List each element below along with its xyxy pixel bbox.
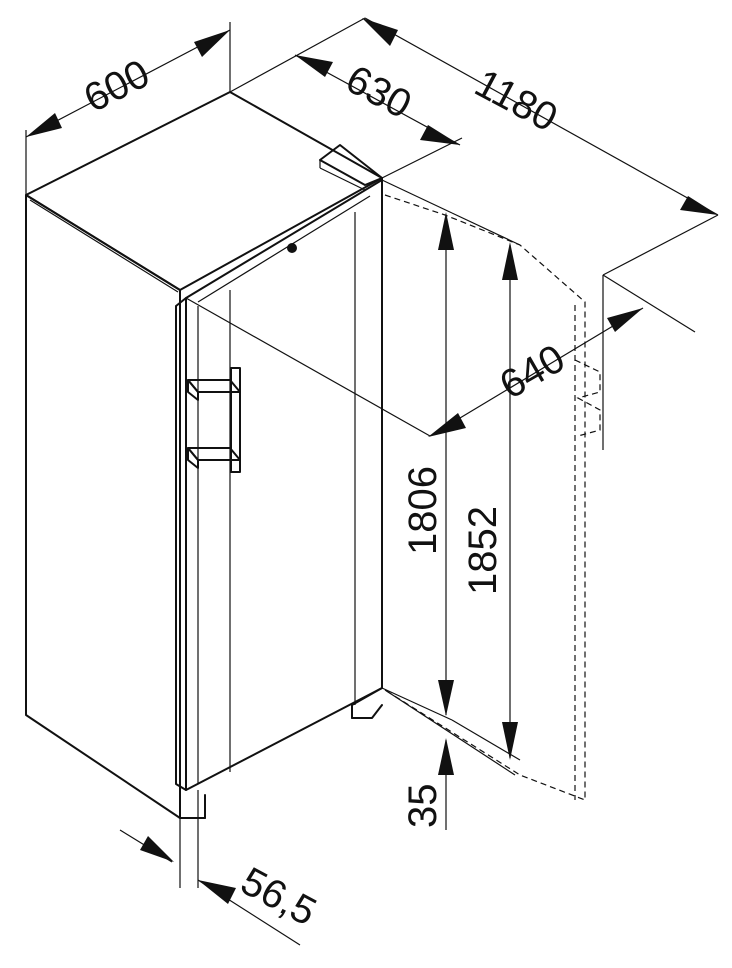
arrow-35 (438, 738, 454, 775)
dimension-labels: 600 630 1180 640 1806 1852 35 56,5 (77, 52, 572, 935)
cabinet-body (25, 91, 383, 819)
handle-bar (230, 367, 241, 473)
arrow-1180-left (362, 18, 398, 46)
foot-back (351, 704, 383, 719)
label-height-total: 1852 (461, 506, 505, 595)
label-door-clearance: 640 (493, 336, 573, 407)
handle-upper-bracket-side (187, 379, 199, 401)
label-height-body: 1806 (401, 466, 445, 555)
ext-630-bottom (381, 137, 463, 179)
handle-lower-bracket-side (187, 447, 199, 469)
arrow-1806-bottom (438, 680, 454, 716)
hinge-cap-bottom (319, 167, 366, 191)
control-knob-icon (287, 243, 297, 253)
label-depth-door-open: 1180 (468, 61, 565, 140)
ext-640-door (185, 297, 431, 437)
open-door-handle-dashed (574, 359, 601, 437)
door (175, 179, 383, 791)
door-handle (187, 367, 241, 473)
cabinet-right-edge (351, 177, 383, 719)
arrow-56-left (140, 836, 174, 862)
side-top-edge (29, 199, 179, 293)
dim-640-line (429, 307, 644, 437)
arrow-630-left (295, 55, 333, 77)
ext-1180-end (602, 214, 719, 276)
label-door-offset: 56,5 (234, 859, 323, 934)
ext-1806-top (381, 179, 453, 214)
arrow-630-right (420, 125, 460, 145)
arrow-1852-bottom (502, 722, 518, 760)
arrow-600-right (194, 30, 230, 57)
label-feet-height: 35 (401, 784, 445, 829)
arrow-640-right (607, 308, 643, 332)
label-depth: 630 (339, 57, 419, 127)
dim-1180-line (364, 17, 719, 216)
ext-1806-bottom (381, 687, 453, 721)
dimension-lines (25, 17, 719, 946)
arrow-1806-top (438, 212, 454, 250)
ext-640-top (602, 274, 696, 333)
dim-600-line (25, 29, 231, 138)
arrow-640-left (428, 413, 466, 437)
open-door-dashed (384, 194, 586, 801)
cabinet-left-side (25, 194, 181, 819)
ext-1852-top (451, 212, 521, 246)
open-door-outline (384, 194, 601, 801)
door-hinge-edge (175, 297, 187, 791)
arrow-56-right (198, 880, 236, 904)
hinge-cap (319, 144, 383, 186)
arrow-600-left (26, 113, 62, 137)
ext-35-line (384, 689, 516, 776)
label-width: 600 (77, 52, 156, 122)
arrow-1852-top (502, 242, 518, 280)
ext-630-top (229, 17, 366, 93)
cabinet-top-face (25, 91, 383, 291)
arrow-1180-right (680, 196, 718, 215)
door-top-inner-edge (197, 195, 371, 303)
